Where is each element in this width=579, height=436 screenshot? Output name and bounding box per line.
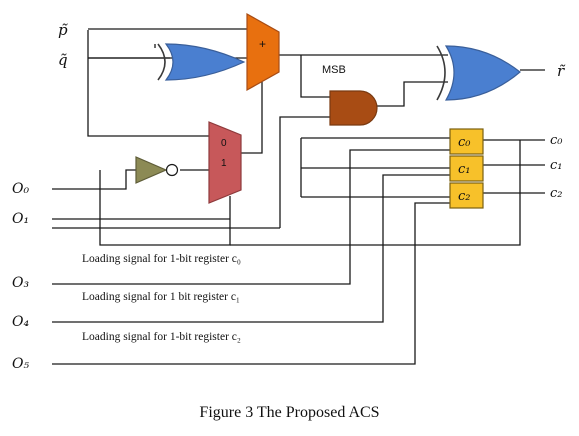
- mux-shape: [208, 121, 242, 204]
- wire-load-c0: [52, 149, 450, 285]
- output-r-label: r̃: [557, 62, 566, 80]
- input-o1-label: O₁: [12, 211, 29, 227]
- register-c1-label: c₁: [458, 162, 471, 177]
- xor-gate-2: [436, 45, 521, 101]
- xor2-back-curve: [436, 45, 446, 101]
- loading-label-c1: Loading signal for 1 bit register c₁: [82, 291, 240, 303]
- input-o3-label: O₃: [12, 275, 29, 291]
- input-p-label: p̃: [58, 21, 68, 39]
- loading-label-c2: Loading signal for 1-bit register c₂: [82, 331, 241, 343]
- wire-adder-to-mux: [241, 70, 263, 154]
- and-gate-body: [329, 90, 378, 126]
- input-q-label: q̃: [58, 51, 68, 69]
- loading-label-c0: Loading signal for 1-bit register c₀: [82, 253, 241, 265]
- mux-in1-label: 1: [221, 158, 227, 169]
- wires: [52, 28, 545, 365]
- not-bubble: [165, 163, 179, 177]
- reg-out-c1-label: c₁: [550, 158, 563, 173]
- wire-o0: [52, 169, 136, 190]
- mux-block: 0 1: [208, 121, 242, 204]
- figure-caption: Figure 3 The Proposed ACS: [199, 404, 380, 421]
- adder-label: +: [259, 37, 266, 51]
- xor2-body: [444, 45, 521, 101]
- register-c2-label: c₂: [458, 189, 471, 204]
- wire-and-out: [377, 81, 448, 107]
- xor-gate-1: [157, 43, 246, 81]
- register-c1: [449, 155, 484, 182]
- mux-in0-label: 0: [221, 138, 227, 149]
- adder-block: +: [246, 12, 280, 92]
- input-o4-label: O₄: [12, 314, 29, 330]
- wire-sel-loop: [99, 170, 231, 246]
- wire-msb: [300, 55, 330, 98]
- wire-and-in2: [279, 116, 330, 228]
- input-o5-label: O₅: [12, 356, 29, 372]
- wire-feedback: [230, 140, 521, 246]
- register-c0: [449, 128, 484, 155]
- not-gate-body: [135, 156, 168, 184]
- register-block: c₀ c₁ c₂: [449, 128, 484, 209]
- msb-label: MSB: [322, 64, 346, 76]
- wire-load-c1: [52, 174, 450, 323]
- xor1-back-curve: [157, 43, 166, 81]
- register-c2: [449, 182, 484, 209]
- xor1-body: [164, 43, 246, 81]
- input-o0-label: O₀: [12, 181, 29, 197]
- and-gate: [329, 90, 378, 126]
- wire-p-tap: [87, 30, 212, 137]
- adder-shape: [246, 12, 280, 92]
- register-c0-label: c₀: [458, 135, 471, 150]
- reg-out-c0-label: c₀: [550, 133, 563, 148]
- not-gate: [135, 156, 179, 184]
- wire-load-c2: [52, 202, 450, 365]
- reg-out-c2-label: c₂: [550, 186, 563, 201]
